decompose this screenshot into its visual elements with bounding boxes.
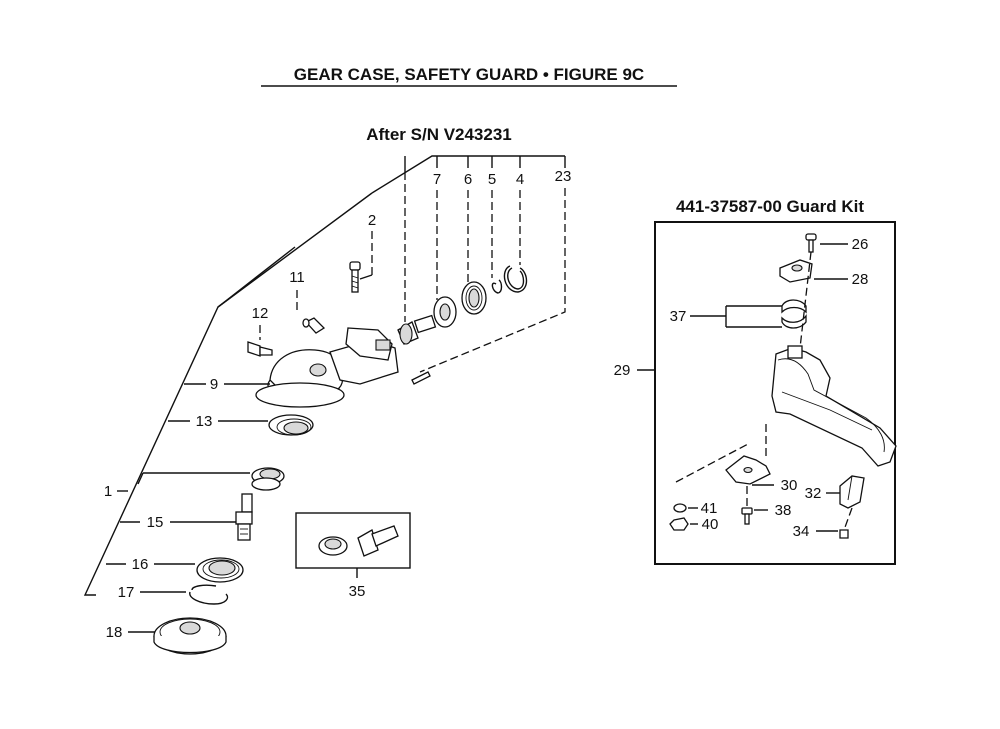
callout-26: 26 bbox=[852, 236, 869, 253]
callout-37: 37 bbox=[670, 308, 687, 325]
part-38-bolt bbox=[741, 507, 753, 525]
part-28-clamp bbox=[779, 259, 813, 283]
bevel-gear-near-1 bbox=[251, 467, 285, 491]
part-34-screw bbox=[839, 507, 853, 539]
part-26-screw bbox=[805, 233, 817, 253]
callout-23: 23 bbox=[555, 168, 572, 185]
part-37-clamps bbox=[781, 299, 807, 329]
part-6-bearing bbox=[433, 281, 487, 328]
guard-kit-frame bbox=[654, 221, 896, 565]
callout-2: 2 bbox=[368, 212, 376, 229]
serial-note: After S/N V243231 bbox=[366, 125, 512, 144]
callout-4: 4 bbox=[516, 171, 524, 188]
guard-kit-section: 441-37587-00 Guard Kit 29 26 28 37 bbox=[614, 197, 897, 565]
callout-13: 13 bbox=[196, 413, 213, 430]
callout-30: 30 bbox=[781, 477, 798, 494]
part-18-cover bbox=[153, 617, 227, 655]
part-15-shaft bbox=[235, 493, 253, 541]
callout-11: 11 bbox=[289, 269, 305, 286]
callout-29: 29 bbox=[614, 362, 631, 379]
callout-28: 28 bbox=[852, 271, 869, 288]
part-30-bracket bbox=[725, 455, 771, 485]
part-32-plate bbox=[839, 475, 865, 509]
part-41-washer bbox=[673, 503, 687, 513]
part-4-circlip bbox=[503, 265, 528, 293]
callout-32: 32 bbox=[805, 485, 822, 502]
part-7-bevel-gear bbox=[397, 314, 437, 345]
callout-15: 15 bbox=[147, 514, 164, 531]
part-9-gear-case bbox=[255, 327, 399, 408]
part-16-bearing bbox=[196, 557, 244, 583]
safety-guard bbox=[771, 345, 897, 467]
callout-41: 41 bbox=[701, 500, 718, 517]
callout-40: 40 bbox=[702, 516, 719, 533]
bracket-line-1 bbox=[83, 192, 373, 596]
callout-35: 35 bbox=[349, 583, 366, 600]
part-13-bearing bbox=[268, 414, 314, 436]
part-23-pin bbox=[411, 371, 431, 385]
callout-12: 12 bbox=[252, 305, 269, 322]
callout-9: 9 bbox=[210, 376, 218, 393]
part-17-circlip bbox=[189, 591, 229, 605]
callout-5: 5 bbox=[488, 171, 496, 188]
callout-38: 38 bbox=[775, 502, 792, 519]
callout-17: 17 bbox=[118, 584, 135, 601]
part-35-frame bbox=[295, 512, 411, 569]
callout-16: 16 bbox=[132, 556, 149, 573]
part-5-ring bbox=[491, 279, 503, 294]
part-11-stud bbox=[302, 317, 326, 334]
callout-1: 1 bbox=[104, 483, 112, 500]
callout-34: 34 bbox=[793, 523, 810, 540]
bracket-line-12 bbox=[217, 275, 260, 308]
gear-case-assembly: 7 6 5 4 23 2 11 12 bbox=[83, 155, 572, 655]
part-2-screw bbox=[349, 261, 361, 293]
callout-6: 6 bbox=[464, 171, 472, 188]
part-40-nut bbox=[669, 517, 689, 531]
callout-7: 7 bbox=[433, 171, 441, 188]
figure-title: GEAR CASE, SAFETY GUARD • FIGURE 9C bbox=[294, 65, 644, 84]
guard-kit-title: 441-37587-00 Guard Kit bbox=[676, 197, 864, 216]
callout-18: 18 bbox=[106, 624, 123, 641]
part-35-gear-set-box: 35 bbox=[295, 512, 411, 600]
part-12-bolt bbox=[247, 341, 273, 357]
